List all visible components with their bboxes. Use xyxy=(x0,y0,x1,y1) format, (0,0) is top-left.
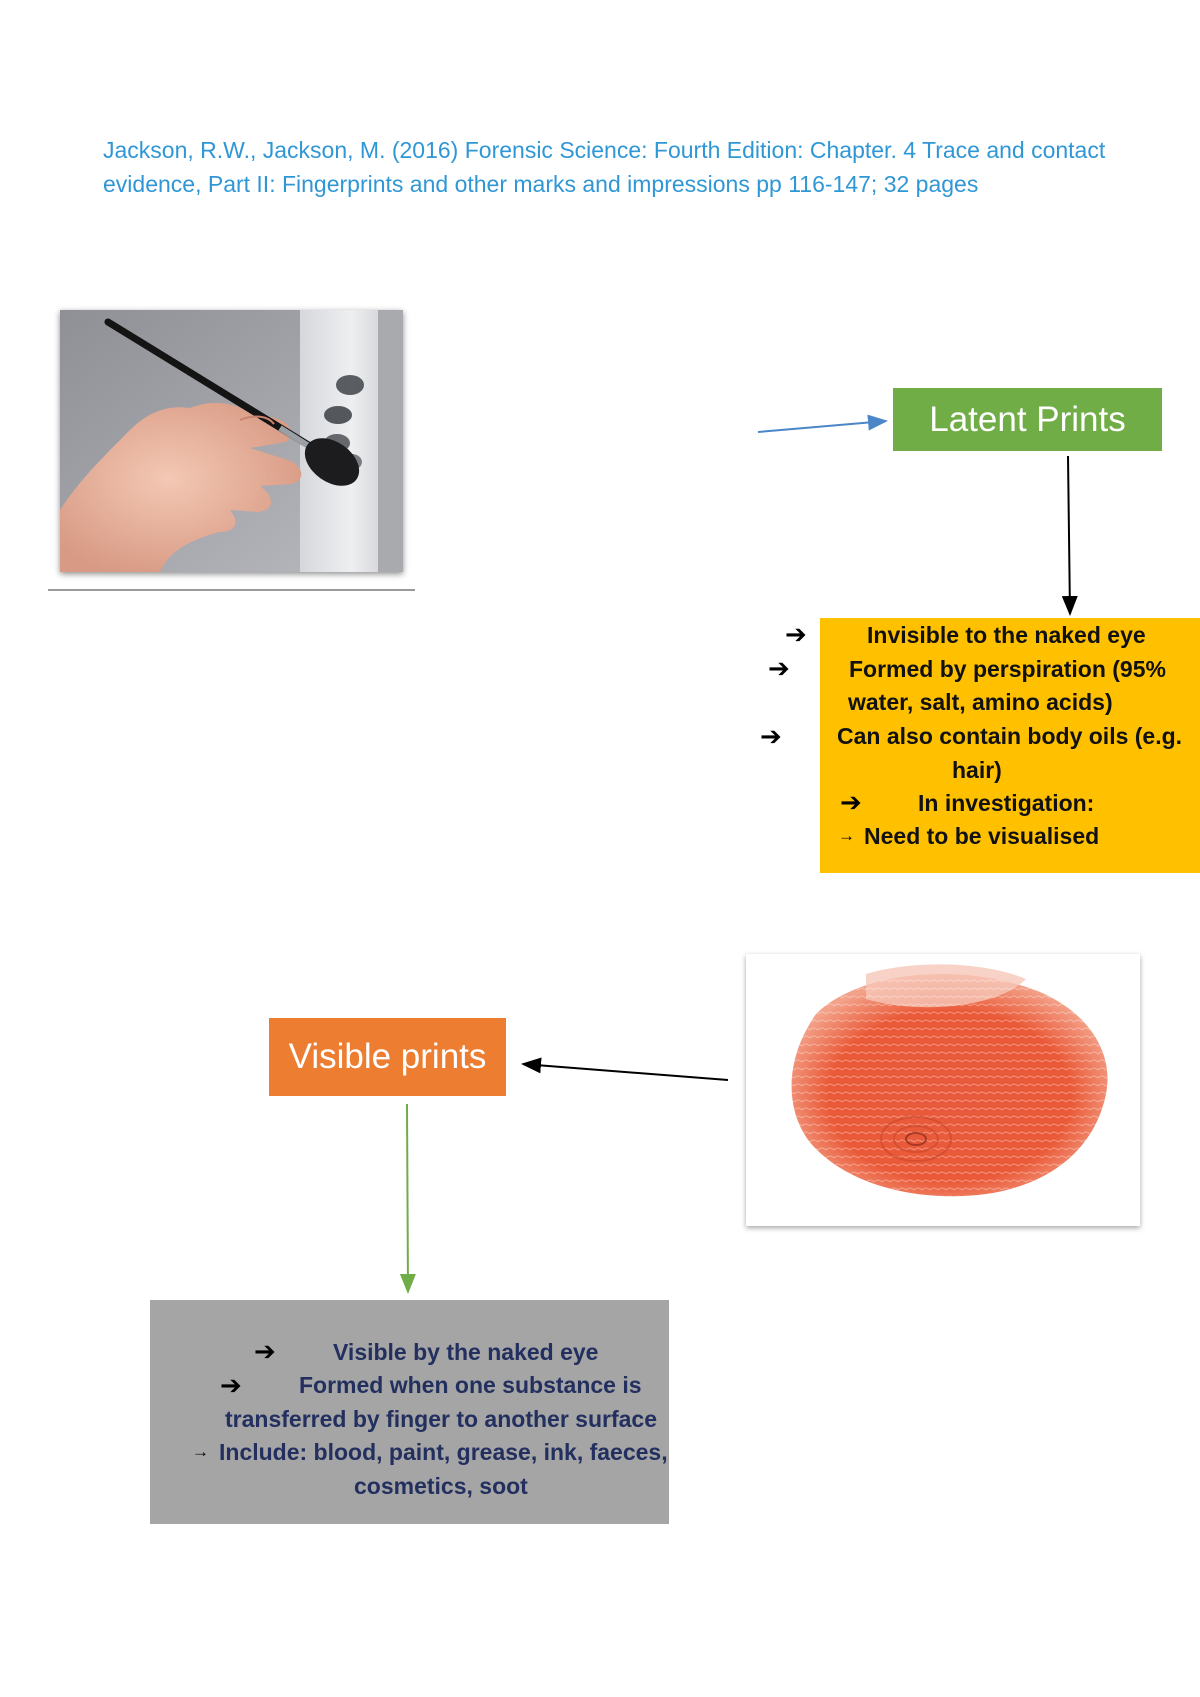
latent-point-5: Need to be visualised xyxy=(864,823,1100,849)
latent-point-2: Formed by perspiration (95% xyxy=(849,656,1166,682)
latent-prints-title: Latent Prints xyxy=(893,388,1162,451)
fingerprint-brush-photo xyxy=(60,310,403,572)
arrow-latent-down xyxy=(1061,455,1078,616)
latent-point-3-cont: hair) xyxy=(952,757,1002,783)
latent-point-4: In investigation: xyxy=(918,790,1095,816)
reference-citation: Jackson, R.W., Jackson, M. (2016) Forens… xyxy=(103,133,1123,201)
small-arrow-icon: → xyxy=(192,1442,209,1461)
latent-point-1: Invisible to the naked eye xyxy=(867,622,1146,648)
photo-underline xyxy=(48,589,415,591)
arrow-icon: ➔ xyxy=(760,721,782,751)
visible-prints-description: ➔ Visible by the naked eye ➔ Formed when… xyxy=(150,1300,669,1524)
reference-line-2: evidence, Part II: Fingerprints and othe… xyxy=(103,171,979,197)
latent-prints-description: ➔ Invisible to the naked eye ➔ Formed by… xyxy=(760,618,1200,873)
arrow-icon: ➔ xyxy=(254,1336,276,1366)
visible-point-2-cont: transferred by finger to another surface xyxy=(225,1406,657,1432)
arrow-visible-down xyxy=(399,1103,416,1294)
arrow-icon: ➔ xyxy=(768,653,790,683)
visible-prints-title: Visible prints xyxy=(269,1018,506,1096)
arrow-to-visible-title xyxy=(521,1057,729,1081)
visible-point-1: Visible by the naked eye xyxy=(333,1339,599,1365)
reference-line-1: Jackson, R.W., Jackson, M. (2016) Forens… xyxy=(103,137,1106,163)
visible-point-2: Formed when one substance is xyxy=(299,1372,642,1398)
latent-point-2-cont: water, salt, amino acids) xyxy=(848,689,1113,715)
latent-point-3: Can also contain body oils (e.g. xyxy=(837,723,1183,749)
arrow-icon: ➔ xyxy=(785,619,807,649)
small-arrow-icon: → xyxy=(838,826,855,845)
arrow-icon: ➔ xyxy=(840,787,862,817)
red-fingerprint-photo xyxy=(746,954,1140,1226)
arrow-icon: ➔ xyxy=(220,1370,242,1400)
visible-point-3: Include: blood, paint, grease, ink, faec… xyxy=(219,1439,668,1465)
visible-point-3-cont: cosmetics, soot xyxy=(354,1473,528,1499)
arrow-to-latent-title xyxy=(757,414,888,433)
